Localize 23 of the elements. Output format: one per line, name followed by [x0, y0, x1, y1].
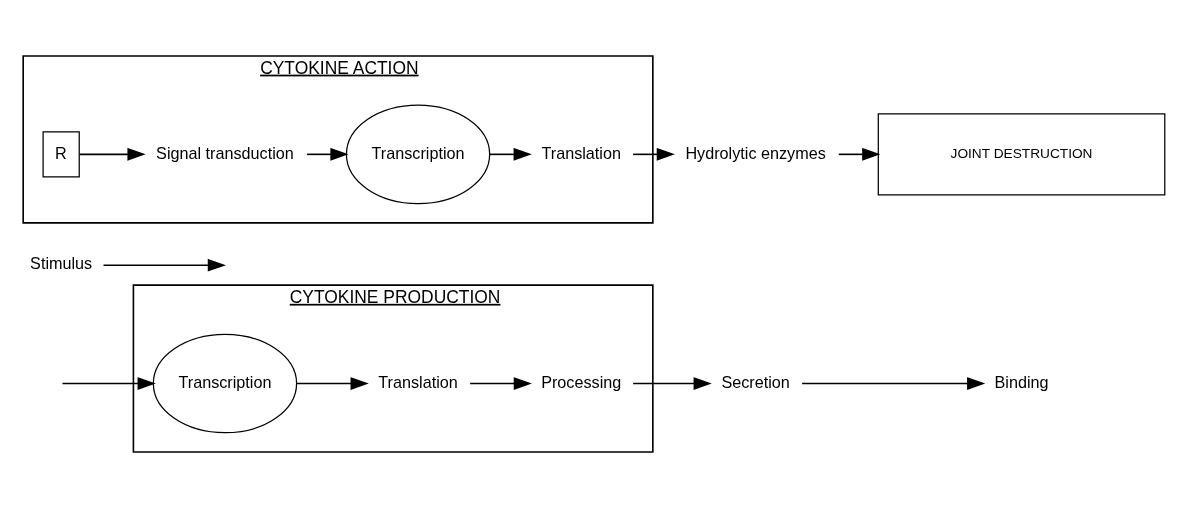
node-text: Translation — [541, 143, 621, 162]
node-text: Stimulus — [30, 254, 93, 273]
node-box: R — [42, 131, 80, 178]
arrow — [469, 377, 532, 390]
arrow — [801, 377, 986, 390]
node-text: Signal transduction — [156, 143, 294, 162]
arrow — [837, 147, 881, 161]
node-text: Binding — [994, 372, 1049, 391]
arrow — [61, 377, 156, 390]
arrow — [306, 147, 349, 161]
arrow — [632, 147, 675, 161]
arrow — [295, 377, 369, 390]
node-text: Translation — [378, 372, 458, 391]
node-ellipse: Transcription — [152, 333, 298, 434]
node-text: Secretion — [721, 372, 790, 391]
arrow — [102, 258, 226, 272]
arrow — [488, 147, 532, 161]
node-text: Processing — [541, 372, 622, 391]
node-ellipse: Transcription — [345, 104, 491, 205]
node-text: Hydrolytic enzymes — [685, 143, 826, 162]
arrow — [632, 377, 712, 390]
arrow — [78, 147, 146, 161]
node-box: JOINT DESTRUCTION — [877, 113, 1166, 196]
